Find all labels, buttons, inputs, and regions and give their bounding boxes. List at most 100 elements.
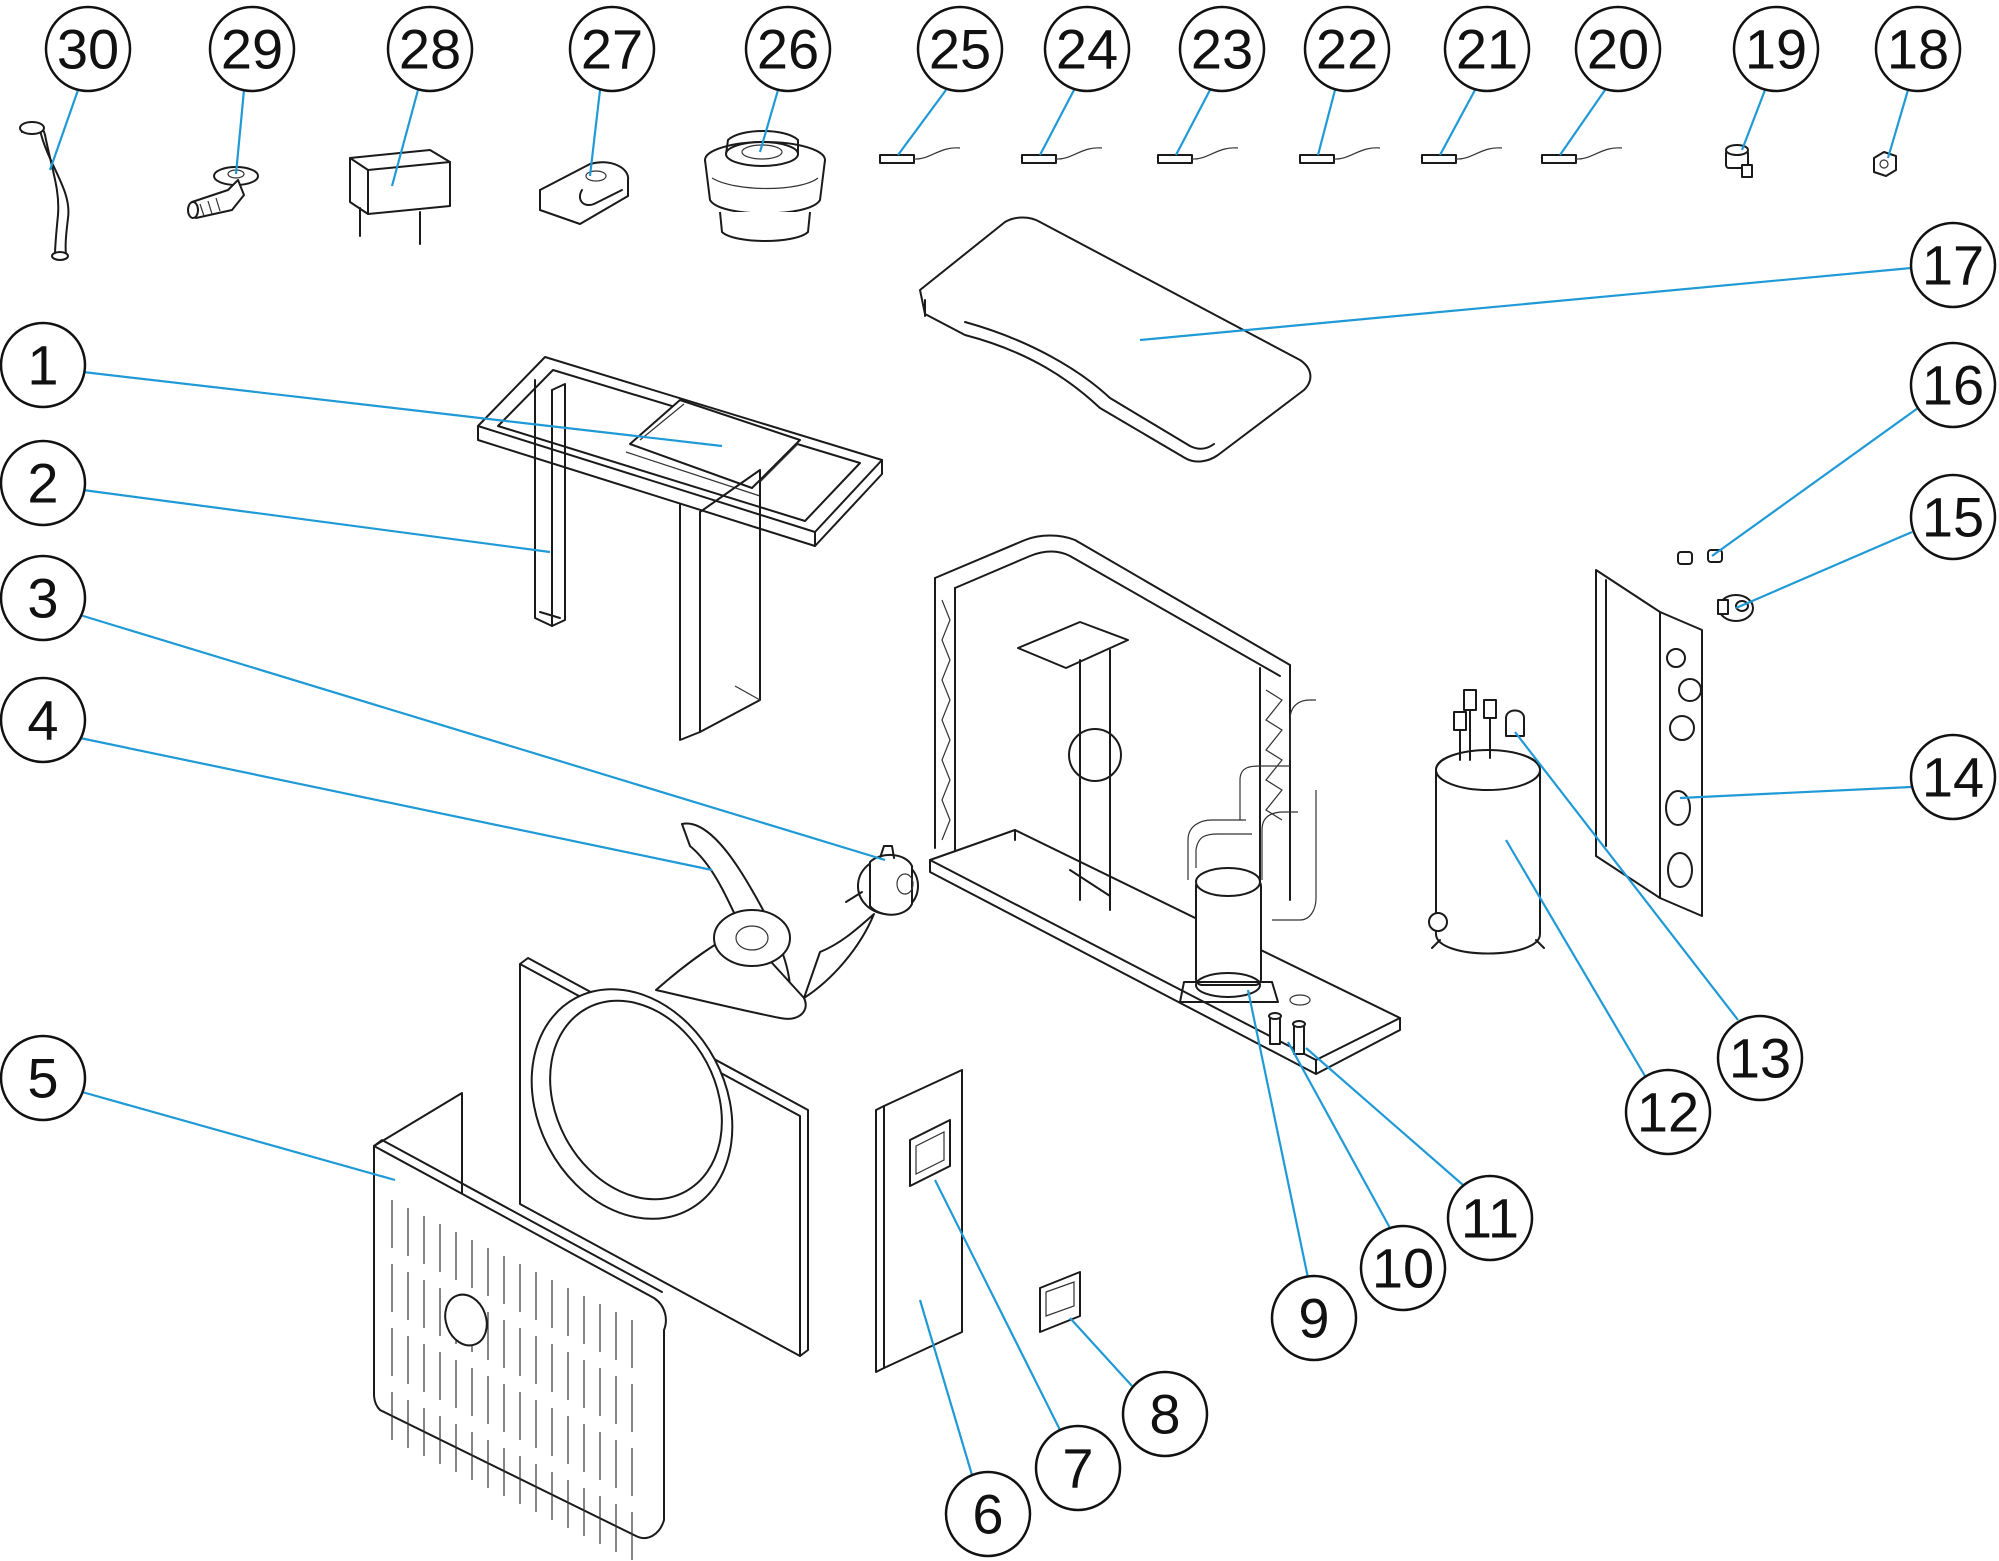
leader-line-15 (1735, 530, 1913, 610)
callout-label: 4 (27, 689, 58, 752)
callout-label: 16 (1922, 354, 1984, 417)
callout-5: 5 (0, 1034, 87, 1122)
callout-18: 18 (1874, 5, 1962, 93)
part-temperature-sensor-25 (879, 147, 961, 164)
callout-22: 22 (1303, 5, 1391, 93)
callout-21: 21 (1443, 5, 1531, 93)
callout-25: 25 (916, 5, 1004, 93)
callout-28: 28 (386, 5, 474, 93)
part-top-cover (919, 216, 1312, 463)
callout-label: 11 (1461, 1187, 1519, 1250)
callout-label: 25 (929, 18, 991, 81)
callout-label: 8 (1149, 1383, 1180, 1446)
part-temperature-sensor-23 (1157, 147, 1239, 164)
part-water-plugs (1677, 549, 1723, 565)
part-base-chassis (929, 829, 1401, 1075)
callout-label: 15 (1922, 486, 1984, 549)
callout-8: 8 (1121, 1370, 1209, 1458)
callout-label: 14 (1922, 746, 1984, 809)
leader-line-8 (1069, 1317, 1133, 1387)
part-motor-bracket (1017, 621, 1129, 911)
part-temperature-sensor-22 (1299, 147, 1381, 164)
callout-15: 15 (1909, 473, 1997, 561)
part-heat-exchanger-tank (1428, 689, 1545, 955)
callout-7: 7 (1034, 1424, 1122, 1512)
leader-line-13 (1514, 731, 1739, 1021)
part-side-panel (875, 1069, 963, 1373)
callout-13: 13 (1716, 1014, 1804, 1102)
part-fan-blade (655, 822, 875, 1020)
callout-4: 4 (0, 676, 87, 764)
callout-29: 29 (208, 5, 296, 93)
leader-line-11 (1305, 1047, 1464, 1186)
callout-label: 2 (27, 452, 58, 515)
leader-line-6 (918, 1299, 974, 1476)
leader-line-3 (79, 613, 886, 862)
part-front-grille (373, 1092, 667, 1560)
leader-line-27 (588, 89, 602, 177)
part-temperature-sensor-21 (1421, 147, 1503, 164)
callout-1: 1 (0, 321, 87, 409)
callout-label: 20 (1587, 18, 1649, 81)
part-drain-elbow (187, 166, 259, 219)
part-top-frame (477, 356, 883, 741)
callout-label: 5 (27, 1047, 58, 1110)
part-evaporator-coil (934, 534, 1291, 921)
callout-label: 29 (221, 18, 283, 81)
leader-line-5 (81, 1090, 396, 1182)
leader-line-16 (1711, 407, 1919, 557)
part-control-display (1039, 1271, 1081, 1333)
callout-label: 22 (1316, 18, 1378, 81)
callout-11: 11 (1446, 1174, 1534, 1262)
callout-label: 10 (1372, 1237, 1434, 1300)
part-rubber-pad (539, 161, 630, 225)
leader-line-30 (48, 89, 80, 171)
leader-line-19 (1740, 89, 1767, 151)
callout-9: 9 (1270, 1274, 1358, 1362)
callout-label: 30 (57, 18, 119, 81)
callout-19: 19 (1732, 5, 1820, 93)
leader-line-18 (1886, 89, 1910, 159)
callout-16: 16 (1909, 341, 1997, 429)
leader-line-17 (1139, 266, 1912, 342)
callout-2: 2 (0, 439, 87, 527)
part-valve-fitting (1725, 144, 1753, 178)
callout-label: 24 (1056, 18, 1118, 81)
callout-24: 24 (1043, 5, 1131, 93)
callout-3: 3 (0, 554, 87, 642)
callout-label: 1 (27, 334, 58, 397)
leader-line-14 (1679, 785, 1912, 800)
callout-20: 20 (1574, 5, 1662, 93)
part-water-connector (1717, 594, 1754, 622)
leader-line-9 (1246, 989, 1310, 1279)
leader-line-29 (234, 89, 246, 175)
leader-line-26 (758, 89, 780, 153)
leader-line-24 (1039, 89, 1075, 156)
leader-line-1 (82, 370, 723, 448)
leader-line-10 (1287, 1041, 1391, 1229)
callout-label: 19 (1745, 18, 1807, 81)
callout-label: 6 (972, 1483, 1003, 1546)
leader-line-28 (390, 89, 420, 187)
part-fan-shroud (519, 957, 809, 1357)
part-hose (19, 121, 70, 261)
callout-10: 10 (1359, 1224, 1447, 1312)
callout-12: 12 (1624, 1068, 1712, 1156)
callout-label: 3 (27, 567, 58, 630)
part-compressor (1179, 867, 1279, 1003)
leader-lines (48, 89, 1919, 1476)
leader-line-7 (934, 1179, 1061, 1431)
leader-line-22 (1316, 89, 1337, 156)
leader-line-12 (1505, 839, 1646, 1077)
callout-26: 26 (744, 5, 832, 93)
callout-label: 26 (757, 18, 819, 81)
leader-line-21 (1439, 89, 1476, 156)
callout-label: 17 (1922, 234, 1984, 297)
leader-line-2 (82, 488, 551, 554)
callout-30: 30 (44, 5, 132, 93)
callout-label: 9 (1298, 1287, 1329, 1350)
callout-label: 13 (1729, 1027, 1791, 1090)
callout-label: 23 (1191, 18, 1253, 81)
part-temperature-sensor-20 (1541, 147, 1623, 164)
